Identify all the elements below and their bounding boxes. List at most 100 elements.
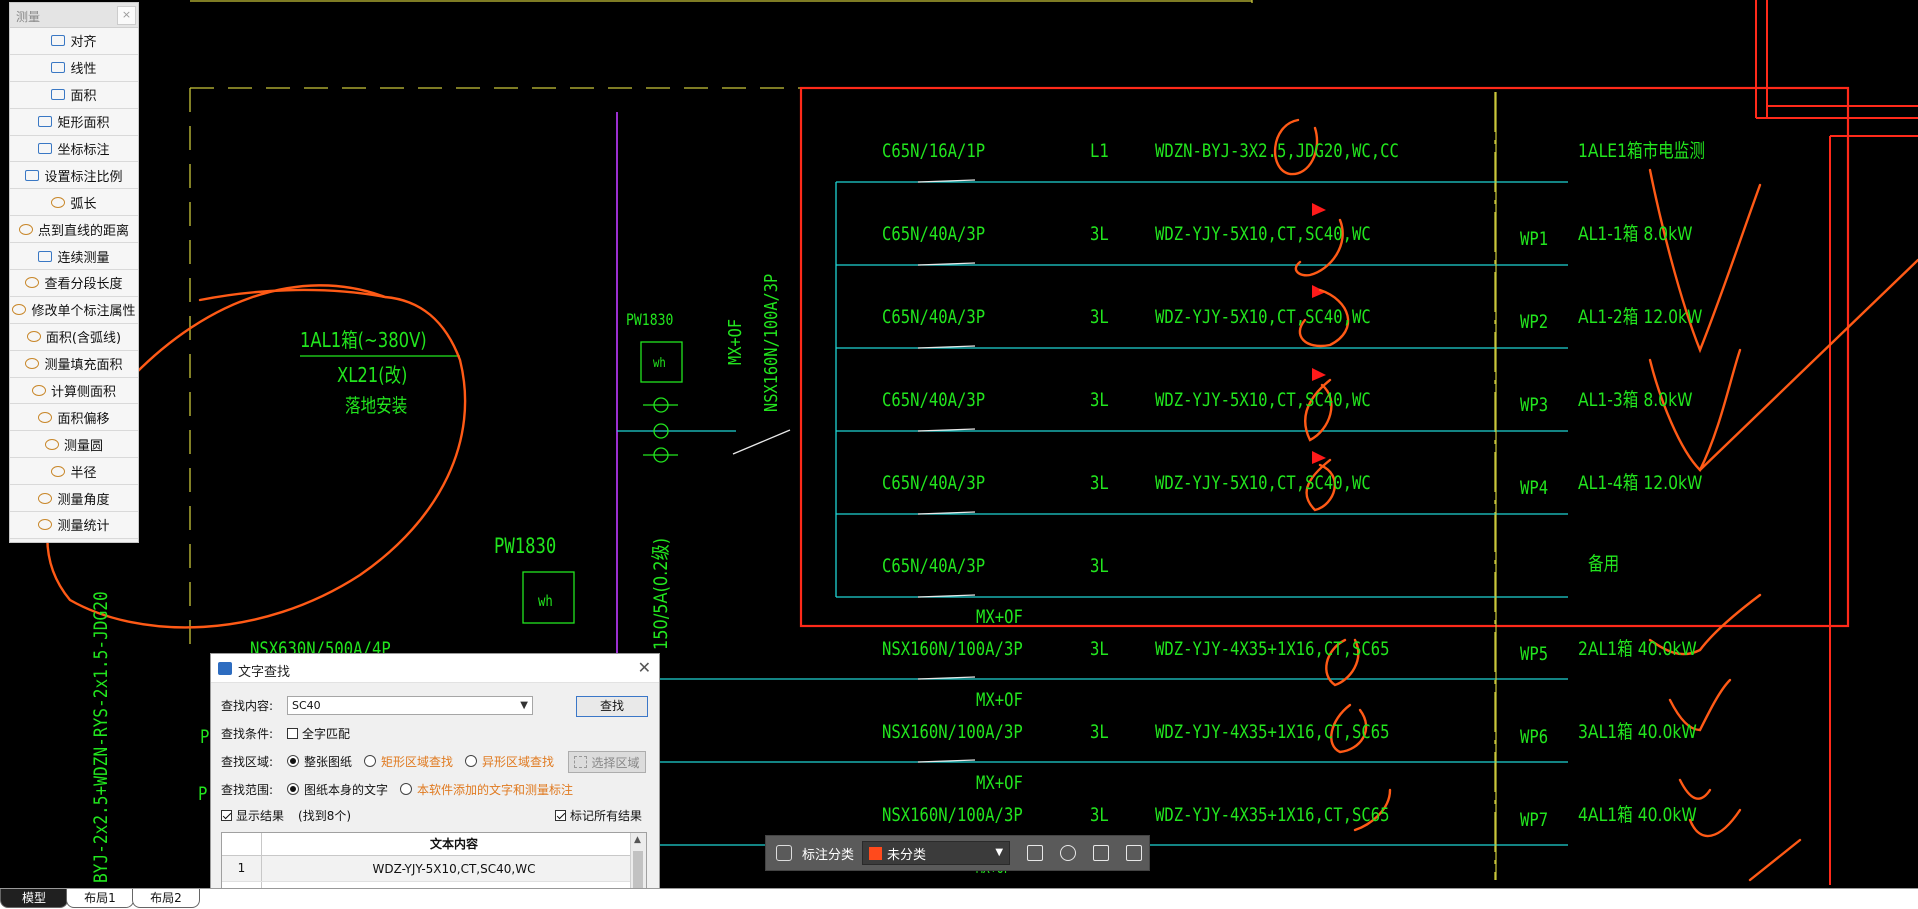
- scale-icon: [25, 169, 40, 181]
- mark-all-label: 标记所有结果: [570, 808, 643, 823]
- added-text-radio[interactable]: [400, 783, 413, 795]
- measure-item-label: 计算侧面积: [50, 385, 116, 401]
- tab-model[interactable]: 模型: [0, 889, 68, 908]
- show-results-checkbox[interactable]: [221, 809, 232, 821]
- rect-area-radio[interactable]: [364, 755, 377, 767]
- measure-point-line-button[interactable]: 点到直线的距离: [10, 216, 138, 244]
- measure-arc-length-button[interactable]: 弧长: [10, 189, 138, 217]
- scroll-thumb[interactable]: [633, 851, 643, 908]
- grid-icon[interactable]: [776, 845, 792, 861]
- select-area-button[interactable]: 选择区域: [568, 751, 646, 773]
- measure-rect-area-button[interactable]: 矩形面积: [10, 108, 138, 136]
- row2-breaker: C65N/40A/3P: [882, 223, 986, 245]
- table-row[interactable]: 1 WDZ-YJY-5X10,CT,SC40,WC: [222, 856, 646, 882]
- measure-fill-area-button[interactable]: 测量填充面积: [10, 350, 138, 378]
- search-button[interactable]: 查找: [576, 696, 648, 717]
- mxof-label-3: MX+OF: [976, 772, 1023, 794]
- annotation-category-label: 标注分类: [802, 847, 855, 863]
- measure-item-label: 设置标注比例: [44, 169, 123, 185]
- measure-area-button[interactable]: 面积: [10, 81, 138, 109]
- dialog-close-button[interactable]: ✕: [637, 658, 651, 677]
- row4-load: AL1-3箱 8.0kW: [1578, 389, 1693, 411]
- measure-angle-button[interactable]: 测量角度: [10, 485, 138, 513]
- row1-load: 1ALE1箱市电监测: [1578, 140, 1705, 162]
- search-content-input[interactable]: SC40▼: [287, 695, 533, 715]
- measure-area-offset-button[interactable]: 面积偏移: [10, 404, 138, 432]
- row5-breaker: C65N/40A/3P: [882, 472, 986, 494]
- row6-phase: 3L: [1090, 555, 1109, 577]
- circle-icon: [44, 438, 59, 450]
- copy-icon[interactable]: [1093, 845, 1110, 861]
- full-match-label: 全字匹配: [302, 726, 351, 741]
- drawing-text-label: 图纸本身的文字: [304, 782, 389, 797]
- irregular-area-radio[interactable]: [465, 755, 478, 767]
- irregular-area-label: 异形区域查找: [482, 754, 555, 769]
- row2-phase: 3L: [1090, 223, 1109, 245]
- move-icon[interactable]: [1060, 845, 1077, 861]
- row7-load: 2AL1箱 40.0kW: [1578, 638, 1697, 660]
- chevron-down-icon[interactable]: ▼: [520, 699, 528, 711]
- area-icon: [51, 89, 66, 101]
- app-icon: [218, 662, 232, 675]
- dialog-titlebar[interactable]: 文字查找 ✕: [211, 654, 659, 683]
- measure-panel-close-button[interactable]: ×: [117, 6, 136, 25]
- measure-item-label: 线性: [70, 62, 97, 78]
- row4-breaker: C65N/40A/3P: [882, 389, 986, 411]
- mark-all-checkbox[interactable]: [555, 809, 566, 821]
- measure-item-label: 测量圆: [63, 438, 103, 454]
- measure-align-button[interactable]: 对齐: [10, 28, 138, 55]
- paste-icon[interactable]: [1126, 845, 1143, 861]
- row-index: 1: [222, 856, 262, 881]
- vert-mxof: MX+OF: [725, 318, 746, 365]
- measure-linear-button[interactable]: 线性: [10, 54, 138, 82]
- whole-drawing-radio[interactable]: [287, 755, 299, 767]
- edit-icon[interactable]: [1027, 845, 1044, 861]
- tab-layout1[interactable]: 布局1: [66, 889, 134, 908]
- rect-area-label: 矩形区域查找: [381, 754, 454, 769]
- row7-circuit: WP5: [1520, 643, 1549, 665]
- measure-panel-titlebar[interactable]: 测量 ×: [10, 3, 138, 28]
- measure-item-label: 坐标标注: [57, 143, 110, 158]
- measure-side-area-button[interactable]: 计算侧面积: [10, 377, 138, 405]
- measure-item-label: 矩形面积: [57, 116, 110, 132]
- measure-statistics-button[interactable]: 测量统计: [10, 512, 138, 539]
- layout-tabs: 模型 布局1 布局2: [0, 888, 1918, 909]
- row3-breaker: C65N/40A/3P: [882, 306, 986, 328]
- panel-sub2: 落地安装: [345, 395, 408, 417]
- row8-breaker: NSX160N/100A/3P: [882, 721, 1023, 743]
- measure-radius-button[interactable]: 半径: [10, 458, 138, 486]
- row-text: WDZ-YJY-5X10,CT,SC40,WC: [372, 861, 536, 876]
- drawing-text-radio[interactable]: [287, 783, 299, 795]
- measure-coordinate-button[interactable]: 坐标标注: [10, 135, 138, 163]
- text-header: 文本内容: [429, 837, 478, 851]
- side-area-icon: [31, 385, 46, 397]
- chevron-down-icon: ▼: [995, 847, 1004, 858]
- dialog-title: 文字查找: [238, 665, 291, 680]
- row8-load: 3AL1箱 40.0kW: [1578, 721, 1697, 743]
- row5-phase: 3L: [1090, 472, 1109, 494]
- measure-circle-button[interactable]: 测量圆: [10, 431, 138, 459]
- left-p2: P: [198, 783, 208, 805]
- measure-item-label: 面积(含弧线): [45, 331, 122, 347]
- row9-phase: 3L: [1090, 804, 1109, 826]
- measure-continuous-button[interactable]: 连续测量: [10, 243, 138, 271]
- row9-breaker: NSX160N/100A/3P: [882, 804, 1023, 826]
- index-header: [222, 833, 262, 855]
- measure-edit-annotation-button[interactable]: 修改单个标注属性: [10, 296, 138, 324]
- measure-item-label: 修改单个标注属性: [31, 304, 136, 320]
- meter2-label: PW1830: [494, 534, 557, 558]
- annotation-toolbar: 标注分类 未分类 ▼: [765, 835, 1150, 871]
- tab-layout2[interactable]: 布局2: [132, 889, 200, 908]
- scroll-up-icon[interactable]: ▲: [634, 835, 641, 845]
- measure-panel-title: 测量: [16, 10, 41, 24]
- measure-scale-button[interactable]: 设置标注比例: [10, 162, 138, 190]
- measure-segment-button[interactable]: 查看分段长度: [10, 270, 138, 297]
- measure-item-label: 点到直线的距离: [37, 223, 129, 239]
- measure-item-label: 半径: [70, 465, 97, 481]
- full-match-checkbox[interactable]: [287, 727, 298, 739]
- row7-phase: 3L: [1090, 638, 1109, 660]
- measure-arc-area-button[interactable]: 面积(含弧线): [10, 323, 138, 351]
- point-line-icon: [18, 223, 33, 235]
- annotation-category-select[interactable]: 未分类 ▼: [862, 841, 1011, 865]
- range-label: 查找范围:: [221, 782, 274, 797]
